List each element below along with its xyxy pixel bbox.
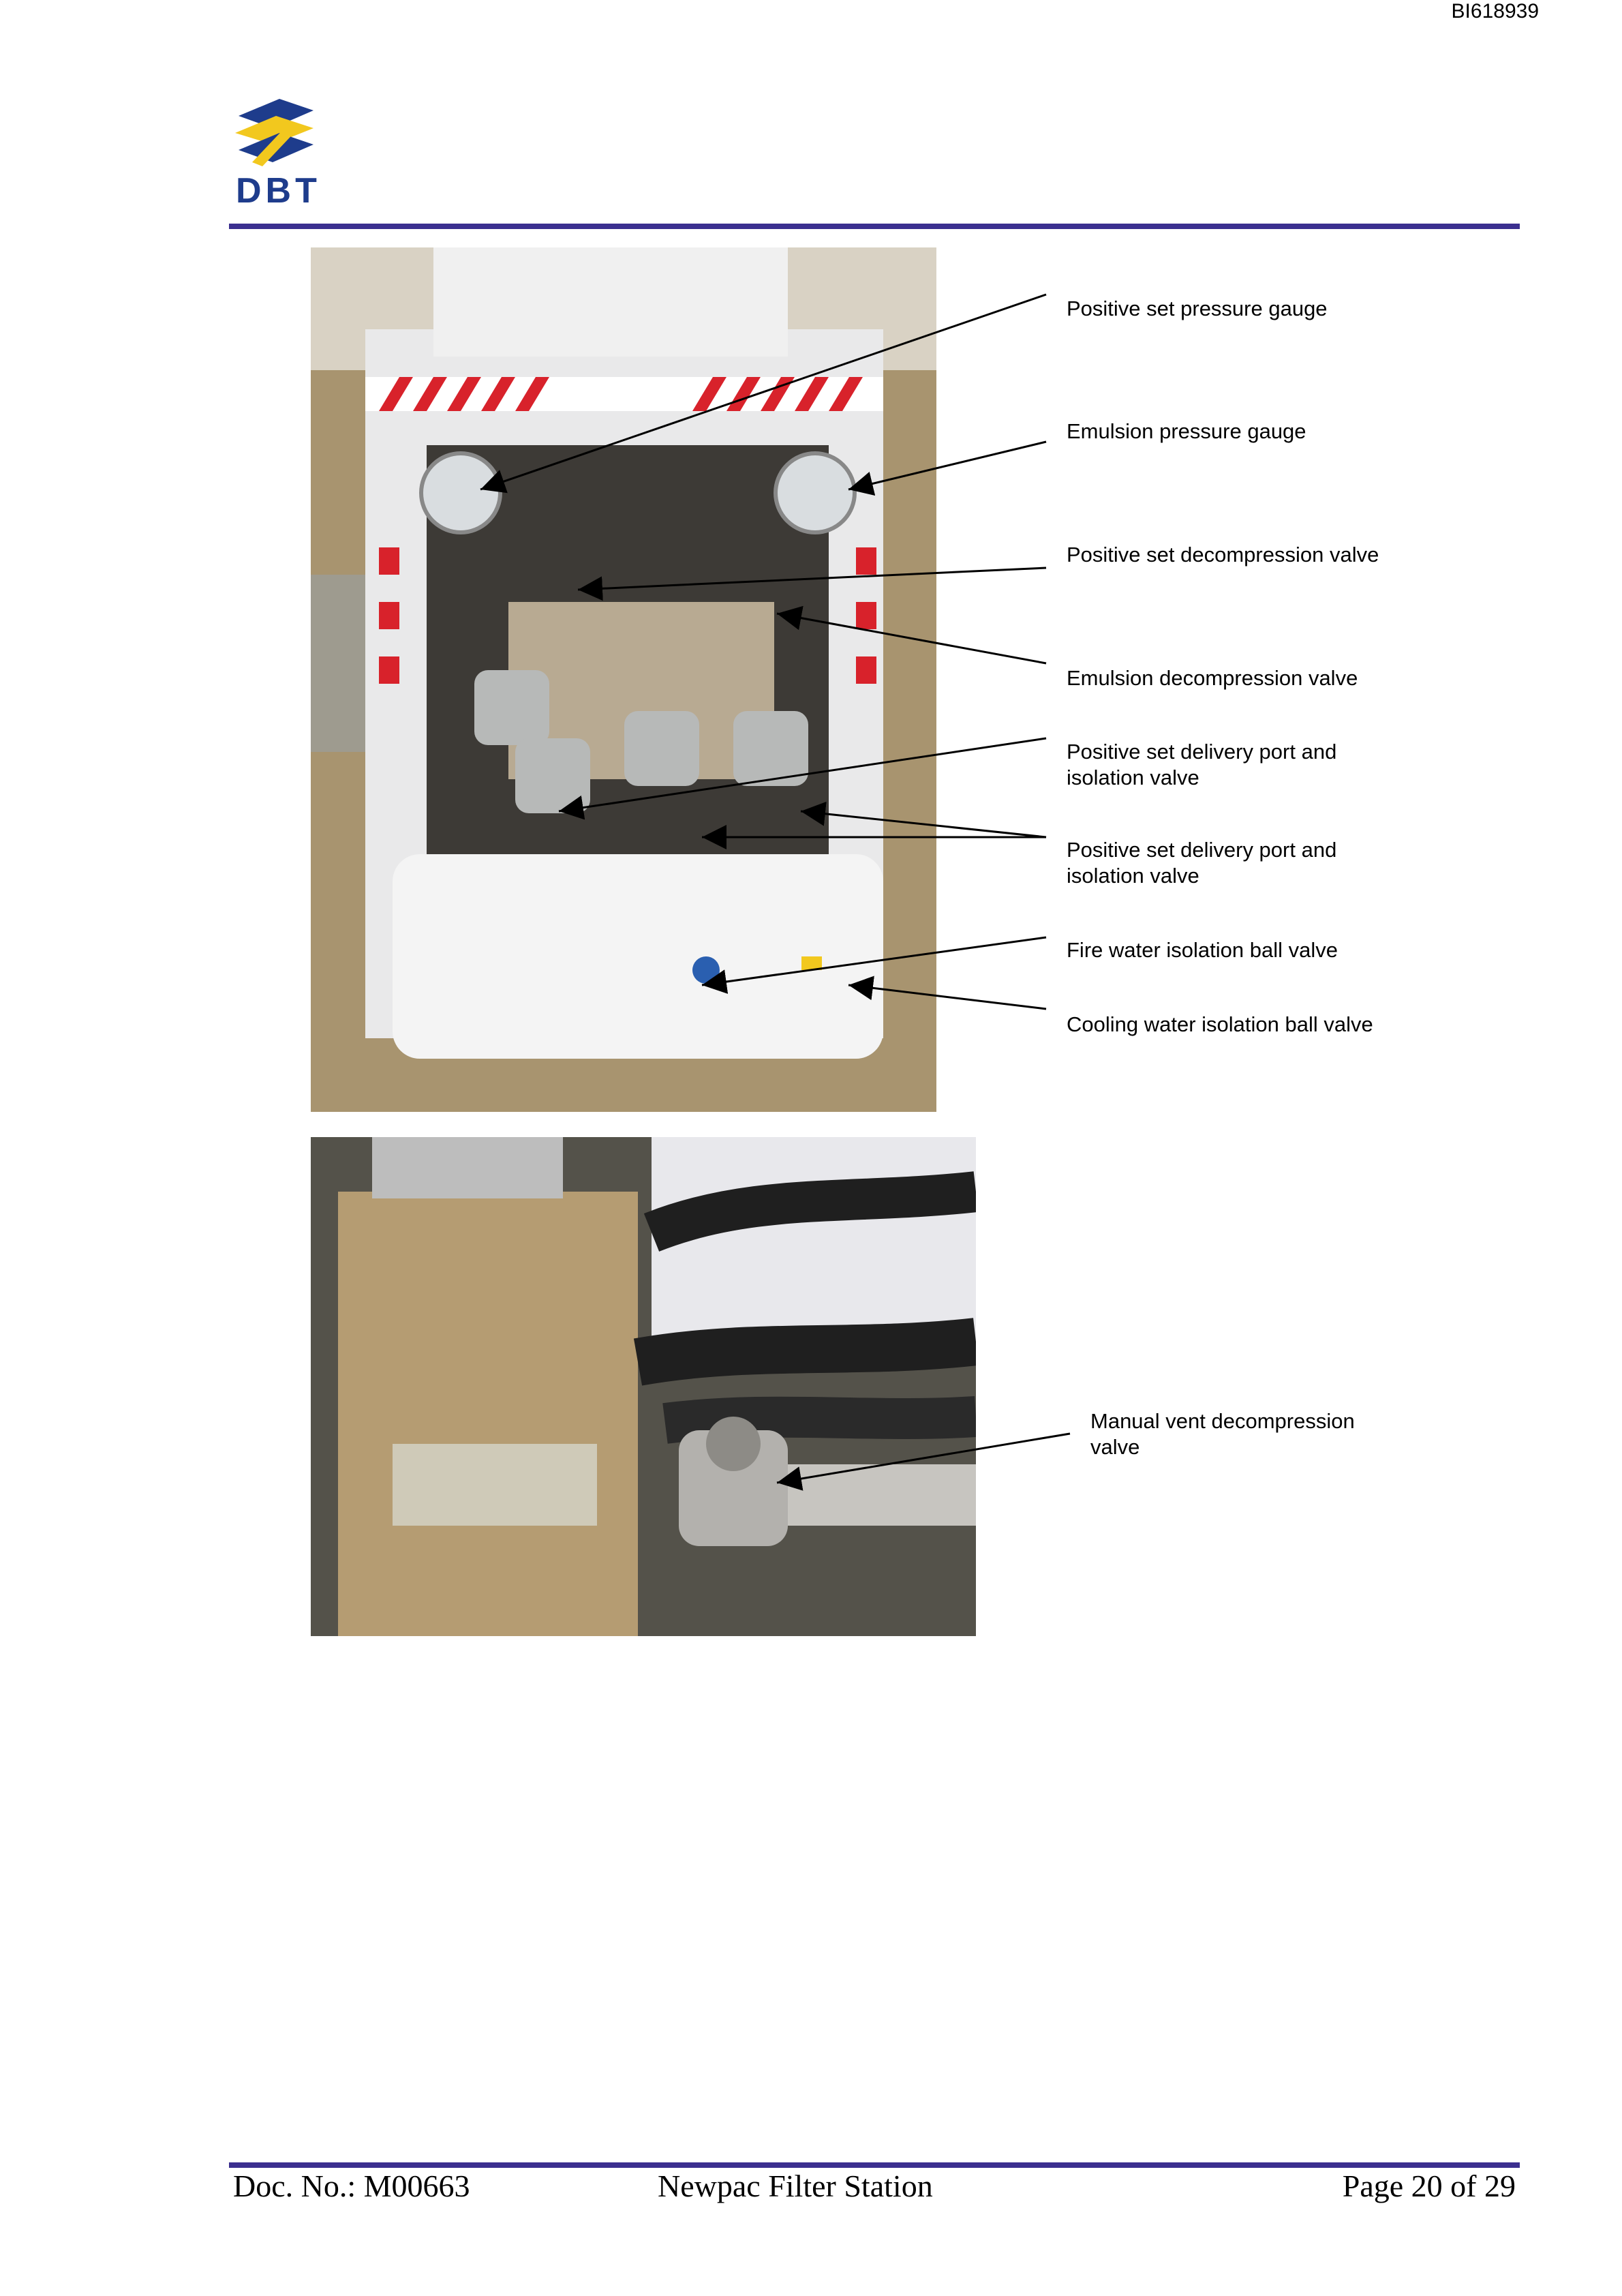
leader-line-cooling-water-valve [848,976,1047,1010]
header-rule [229,224,1520,229]
company-logo [232,95,320,170]
footer-page-number: Page 20 of 29 [1342,2169,1516,2203]
footer-doc-number: Doc. No.: M00663 [233,2169,470,2203]
label-positive-set-pressure-gauge: Positive set pressure gauge [1067,297,1328,320]
leader-line-fire-water-valve [701,936,1047,994]
label-positive-set-delivery-port-1: Positive set delivery port and isolation… [1067,740,1337,789]
leader-line-emulsion-decompression-valve [776,605,1047,665]
leader-line-positive-set-pressure-gauge [480,293,1047,494]
manual-vent-valve-photo [311,1137,976,1636]
label-positive-set-delivery-port-2: Positive set delivery port and isolation… [1067,838,1337,888]
logo-text: DBT [236,171,321,211]
label-positive-set-decompression-valve: Positive set decompression valve [1067,543,1379,567]
footer-title: Newpac Filter Station [658,2169,933,2203]
label-cooling-water-isolation-ball-valve: Cooling water isolation ball valve [1067,1012,1373,1036]
filter-station-photo [311,247,936,1112]
label-emulsion-decompression-valve: Emulsion decompression valve [1067,666,1358,690]
leader-line-positive-set-decompression-valve [577,567,1047,601]
leader-line-positive-set-delivery-port-2a [800,801,1047,839]
leader-line-emulsion-pressure-gauge [848,440,1047,496]
label-emulsion-pressure-gauge: Emulsion pressure gauge [1067,419,1306,443]
footer-rule [229,2162,1520,2168]
document-id: BI618939 [1451,0,1539,22]
label-fire-water-isolation-ball-valve: Fire water isolation ball valve [1067,938,1338,962]
label-manual-vent-decompression-valve: Manual vent decompression valve [1090,1409,1355,1459]
leader-line-manual-vent-valve [776,1432,1071,1491]
logo-mark-icon [235,99,313,166]
leader-line-positive-set-delivery-port-1 [558,737,1047,820]
